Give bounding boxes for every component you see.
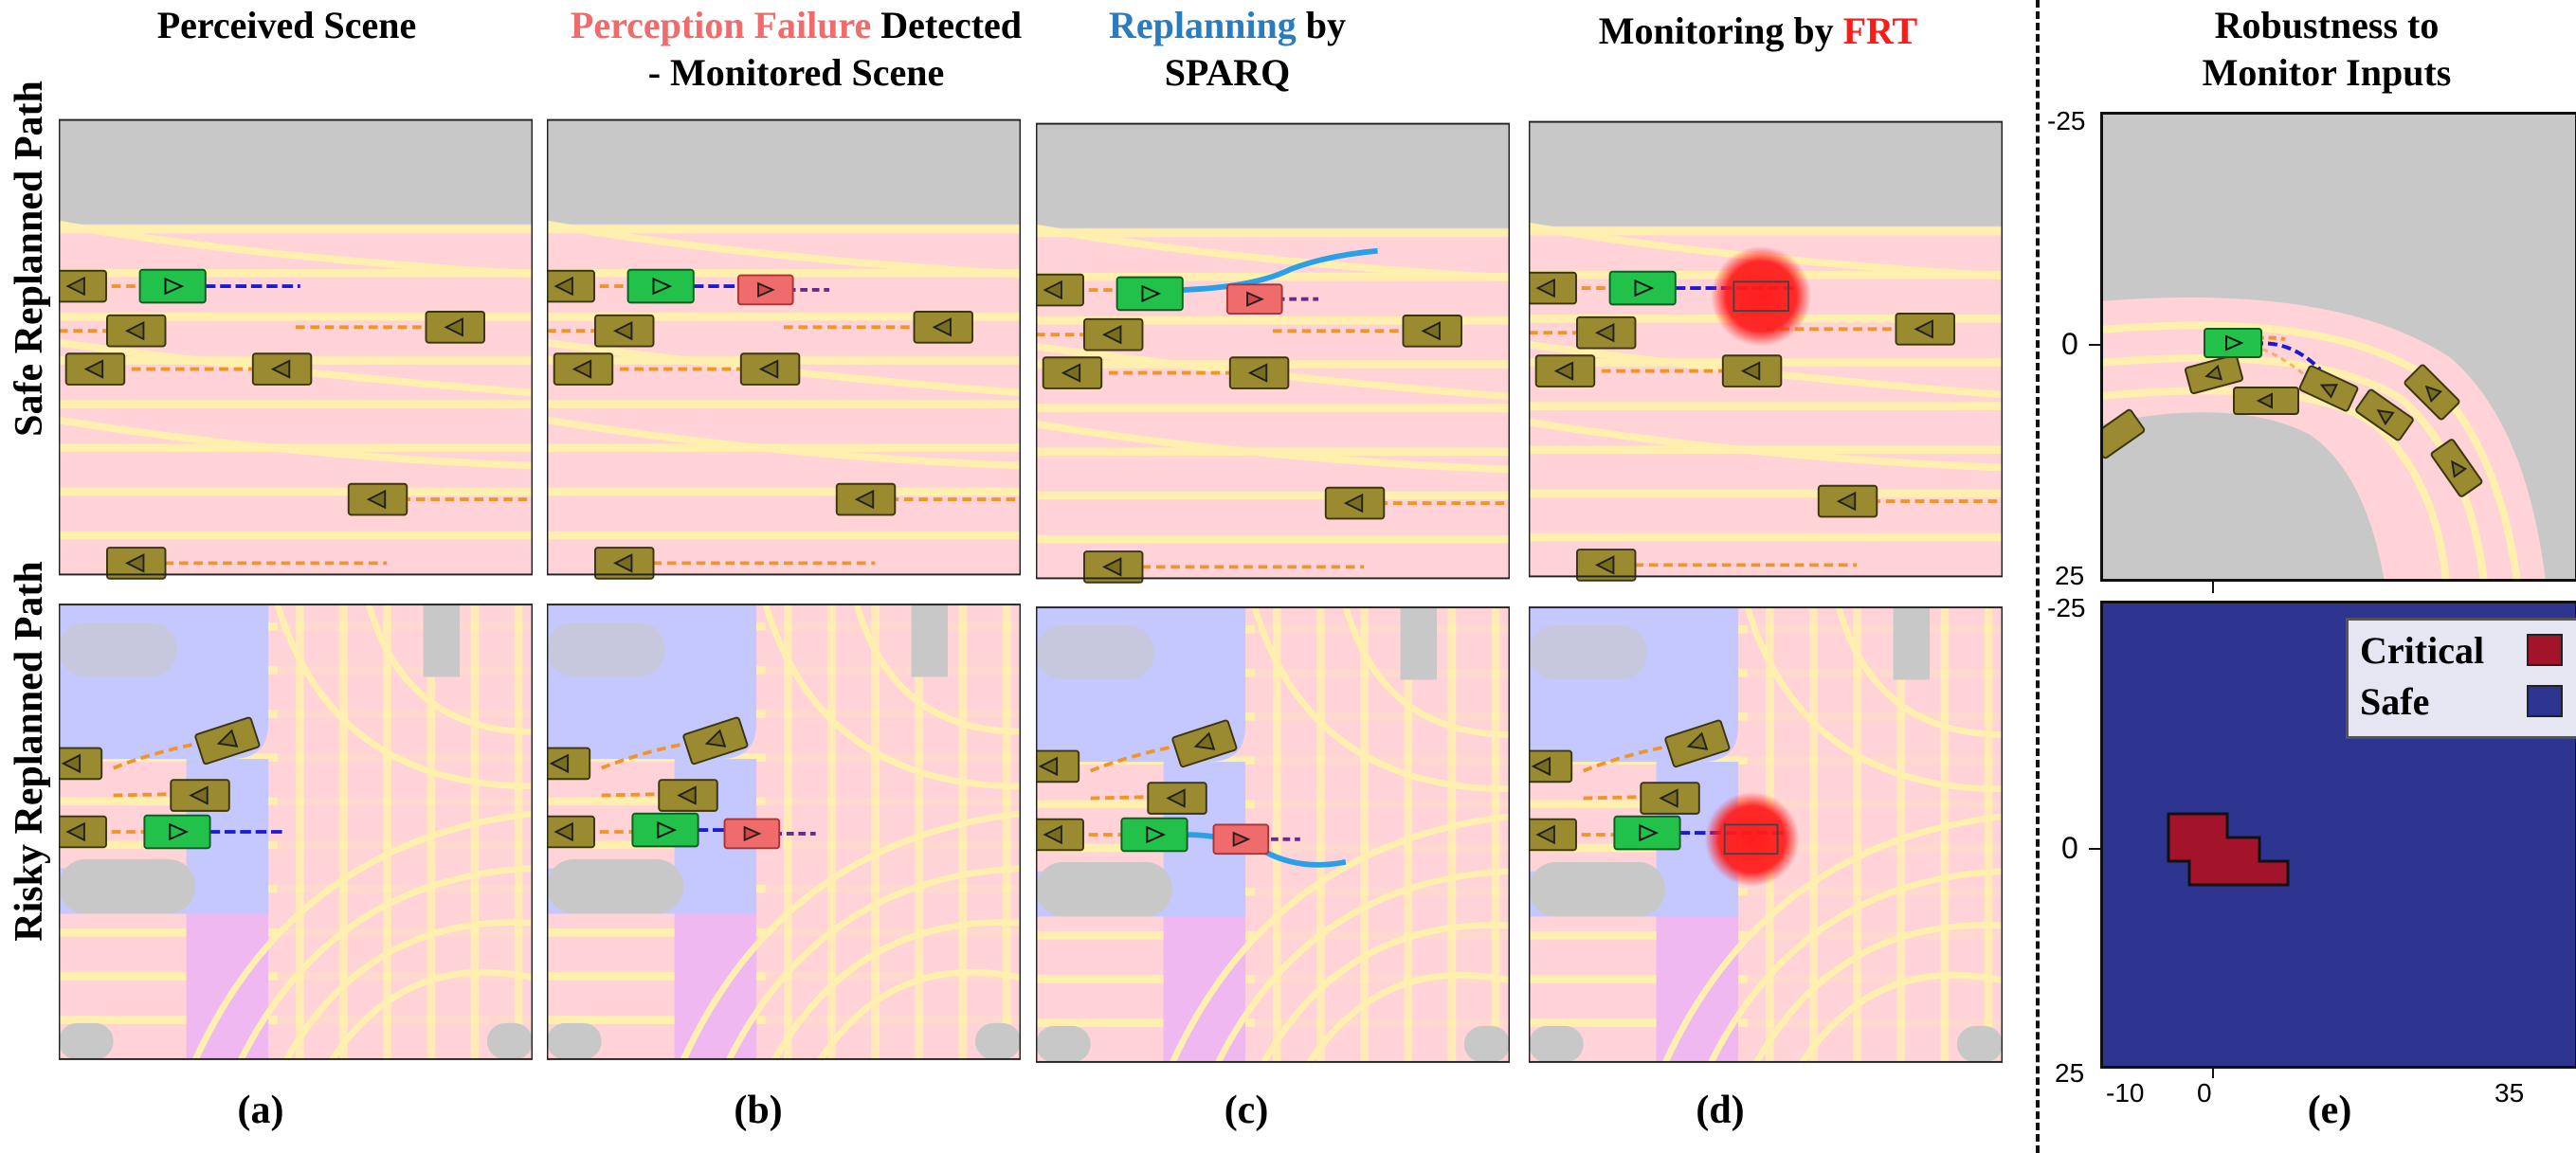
tick-label-bottom-y-0: 0 (2061, 831, 2078, 865)
header-c-replanning-text: Replanning (1108, 4, 1297, 46)
header-e-line2: Monitor Inputs (2202, 51, 2452, 94)
header-c-line2: SPARQ (1164, 51, 1291, 94)
legend-critical-swatch (2527, 634, 2563, 666)
ego-vehicle-icon (138, 268, 207, 304)
header-replanning: Replanning by SPARQ (1024, 2, 1431, 97)
ego-vehicle-icon (1613, 815, 1681, 851)
row-label-safe-text: Safe Replanned Path (8, 81, 51, 437)
tick-label-bottom-y-25: 25 (2055, 1058, 2085, 1088)
panel-c-bottom-intersection (1036, 597, 1510, 1072)
header-b-line1: Perception Failure Detected (517, 2, 1076, 49)
undetected-vehicle-icon (723, 818, 781, 850)
header-b-failure-text: Perception Failure (570, 4, 872, 46)
panel-c-top-highway (1036, 116, 1510, 586)
legend-safe-swatch (2527, 685, 2563, 717)
header-e-line1: Robustness to (2214, 4, 2440, 46)
header-perception-failure: Perception Failure Detected - Monitored … (517, 2, 1076, 97)
header-d-frt-text: FRT (1842, 9, 1918, 52)
panel-b-bottom-intersection (547, 594, 1021, 1070)
tick-mark-bottom-zero (2089, 848, 2100, 850)
tick-mark-x-zero (2212, 1069, 2214, 1078)
row-label-safe: Safe Replanned Path (7, 22, 60, 495)
ego-vehicle-icon (1120, 817, 1188, 853)
panel-d-bottom-intersection (1529, 597, 2003, 1072)
frt-reachable-set (1711, 245, 1812, 347)
tick-mark-top-zero (2089, 344, 2100, 346)
header-a-text: Perceived Scene (156, 4, 417, 46)
critical-region (2167, 812, 2290, 887)
tick-label-bottom-y-neg25: -25 (2047, 593, 2086, 622)
header-monitoring-frt: Monitoring by FRT (1526, 8, 1990, 55)
ego-vehicle-icon (1608, 270, 1677, 306)
panel-tag-e: (e) (2307, 1089, 2352, 1132)
legend-critical-label: Critical (2360, 629, 2485, 672)
ego-vehicle-icon (1116, 276, 1184, 312)
tick-label-x-neg10: -10 (2106, 1078, 2145, 1108)
undetected-vehicle-icon (736, 274, 794, 306)
undetected-vehicle-icon (1225, 283, 1283, 315)
row-label-risky: Risky Replanned Path (7, 514, 60, 988)
panel-b-top-highway (547, 112, 1021, 583)
tick-label-x-35: 35 (2494, 1078, 2525, 1108)
panel-tag-d: (d) (1696, 1089, 1745, 1132)
tick-label-top-y-25: 25 (2055, 561, 2085, 590)
panel-a-bottom-intersection (59, 594, 533, 1070)
ego-vehicle-icon (626, 268, 695, 304)
panel-tag-b: (b) (734, 1089, 783, 1132)
tick-label-top-y-0: 0 (2061, 327, 2078, 361)
header-robustness: Robustness to Monitor Inputs (2080, 2, 2573, 97)
undetected-vehicle-icon (1212, 823, 1270, 856)
ego-vehicle-icon (143, 814, 211, 850)
header-b-line2: - Monitored Scene (647, 51, 945, 94)
panel-a-top-highway (59, 112, 533, 583)
tick-mark-top-bottom (2212, 582, 2214, 593)
panel-tag-c: (c) (1224, 1089, 1269, 1132)
header-c-by-text: by (1296, 4, 1347, 46)
panel-e-top-curved-road (2100, 112, 2576, 582)
section-divider (2036, 0, 2040, 1153)
tick-label-top-y-neg25: -25 (2047, 106, 2086, 135)
legend: Critical Safe (2346, 618, 2576, 739)
frt-reachable-set (1704, 791, 1800, 887)
header-b-detected-text: Detected (871, 4, 1023, 46)
tick-label-x-0: 0 (2197, 1078, 2212, 1108)
panel-tag-a: (a) (237, 1089, 284, 1132)
row-label-risky-text: Risky Replanned Path (8, 561, 51, 942)
header-c-line1: Replanning by (1024, 2, 1431, 49)
header-perceived-scene: Perceived Scene (90, 2, 483, 49)
ego-vehicle-icon (631, 812, 699, 848)
legend-safe-label: Safe (2360, 680, 2430, 723)
header-d-monitoring-text: Monitoring by (1598, 9, 1843, 52)
panel-d-top-highway (1529, 114, 2003, 585)
